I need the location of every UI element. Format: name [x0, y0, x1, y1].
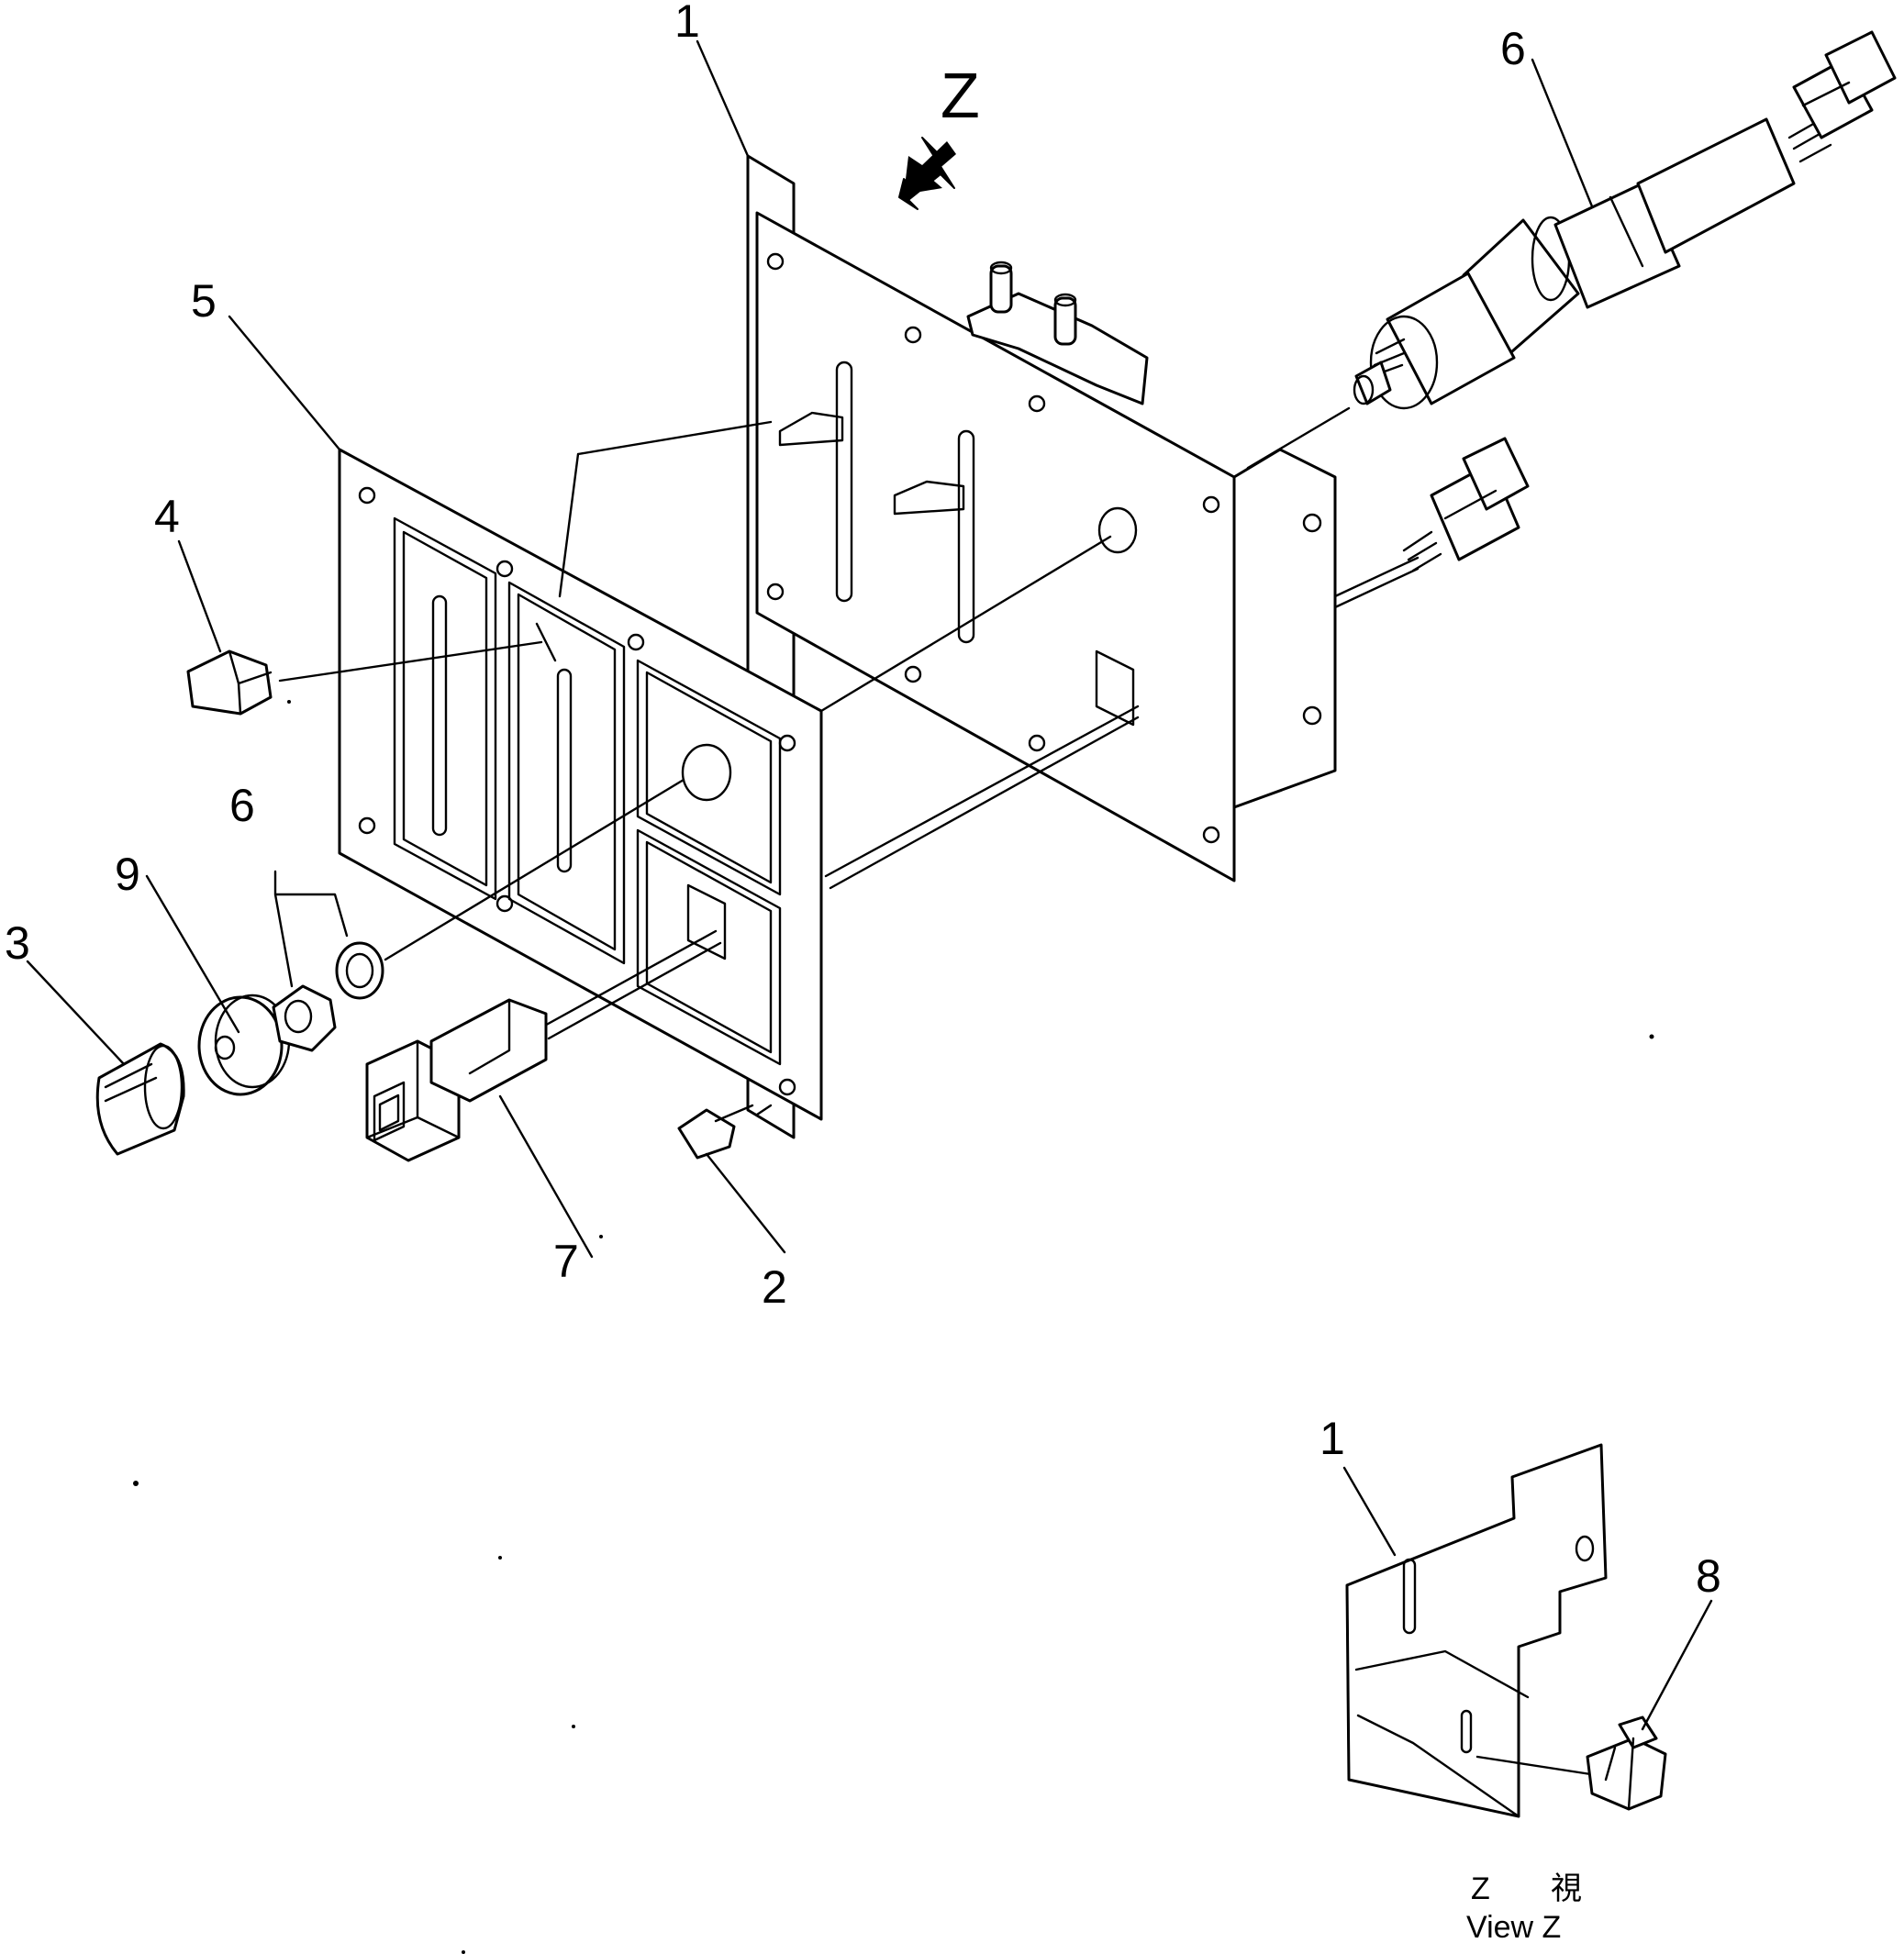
- view-z-bracket-detail: [1345, 1443, 1608, 1818]
- assembly-guide-lines: [278, 406, 1351, 1116]
- caption-z-kanji: 視: [1551, 1871, 1582, 1906]
- callout-6-rotary-switch: 6: [1500, 23, 1526, 74]
- face-panel: [338, 448, 823, 1121]
- leader-line-view-8: [1641, 1599, 1713, 1731]
- leader-line-view-1: [1342, 1466, 1397, 1557]
- mounting-bracket: [746, 154, 1337, 1139]
- rocker-switch: [365, 929, 722, 1162]
- callout-7-rocker: 7: [553, 1236, 579, 1287]
- knob: [95, 1042, 185, 1156]
- nut-and-washer: [272, 941, 384, 1052]
- callout-6-nut: 6: [229, 780, 255, 831]
- callout-3-knob: 3: [5, 917, 30, 969]
- clip: [1586, 1715, 1667, 1811]
- cap: [186, 649, 273, 716]
- callout-8-clip: 8: [1696, 1550, 1721, 1602]
- connector-harness: [1333, 437, 1530, 609]
- view-marker-z: Z: [941, 60, 980, 131]
- scan-specks: [133, 700, 1654, 1954]
- pin-grommet: [677, 1104, 754, 1160]
- callout-9-dial: 9: [115, 849, 140, 900]
- caption-z-letter: Z: [1471, 1871, 1490, 1906]
- callout-4-cap: 4: [154, 491, 180, 542]
- callout-1-bracket: 1: [674, 0, 700, 47]
- caption-view-z: View Z: [1466, 1910, 1561, 1945]
- callout-2-grommet: 2: [762, 1261, 787, 1313]
- callout-1-view-bracket: 1: [1319, 1413, 1345, 1464]
- dial-plate: [197, 994, 291, 1096]
- view-z-arrow: [898, 137, 956, 210]
- leader-lines: [26, 39, 1594, 1259]
- callout-5-panel: 5: [191, 275, 217, 327]
- rotary-switch: [1353, 30, 1897, 410]
